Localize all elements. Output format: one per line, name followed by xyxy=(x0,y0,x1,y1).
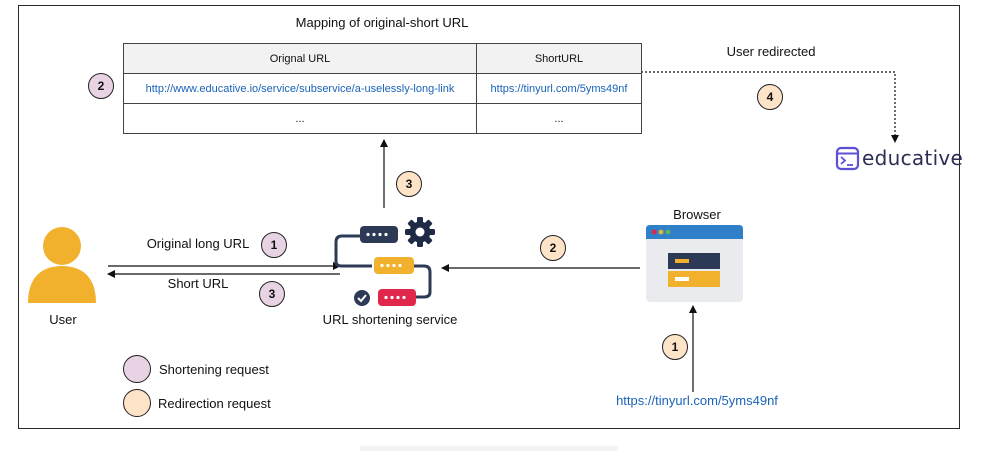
url-mapping-table: Orignal URL ShortURL http://www.educativ… xyxy=(123,43,642,134)
short-url-cell: https://tinyurl.com/5yms49nf xyxy=(476,73,642,104)
legend-redirection-label: Redirection request xyxy=(158,396,271,411)
diagram-title: Mapping of original-short URL xyxy=(295,15,469,30)
step-badge-browser-url: 1 xyxy=(662,334,688,360)
user-icon xyxy=(28,227,96,303)
column-header-original-url: Orignal URL xyxy=(123,43,477,74)
step-badge-user-redirected: 4 xyxy=(757,84,783,110)
original-url-cell: http://www.educative.io/service/subservi… xyxy=(123,73,477,104)
column-header-short-url: ShortURL xyxy=(476,43,642,74)
gear-icon xyxy=(405,217,435,247)
table-header-row: Orignal URL ShortURL xyxy=(123,43,642,74)
legend-shortening-label: Shortening request xyxy=(159,362,269,377)
diagram-frame xyxy=(18,5,960,429)
short-url-label: Short URL xyxy=(167,276,229,291)
user-label: User xyxy=(49,312,77,327)
educative-logo-icon xyxy=(835,146,860,171)
educative-logo-text: educative xyxy=(862,146,964,170)
browser-icon xyxy=(646,225,743,302)
user-redirected-label: User redirected xyxy=(726,44,816,59)
short-url-cell: ... xyxy=(476,103,642,134)
table-row: ... ... xyxy=(123,103,642,134)
legend-redirection-swatch xyxy=(123,389,151,417)
step-badge-short-url: 3 xyxy=(259,281,285,307)
arrow-redirect-to-educative xyxy=(641,71,899,143)
original-url-cell: ... xyxy=(123,103,477,134)
step-badge-service-to-table: 3 xyxy=(396,171,422,197)
browser-label: Browser xyxy=(673,207,721,222)
original-long-url-label: Original long URL xyxy=(146,236,250,251)
legend-shortening-swatch xyxy=(123,355,151,383)
step-badge-table-row: 2 xyxy=(88,73,114,99)
table-row: http://www.educative.io/service/subservi… xyxy=(123,73,642,104)
step-badge-original-long-url: 1 xyxy=(261,232,287,258)
service-label: URL shortening service xyxy=(322,312,458,327)
server-service-icon xyxy=(334,226,432,306)
bottom-strip xyxy=(360,446,618,451)
browser-short-url-text: https://tinyurl.com/5yms49nf xyxy=(616,393,778,408)
step-badge-browser-to-service: 2 xyxy=(540,235,566,261)
